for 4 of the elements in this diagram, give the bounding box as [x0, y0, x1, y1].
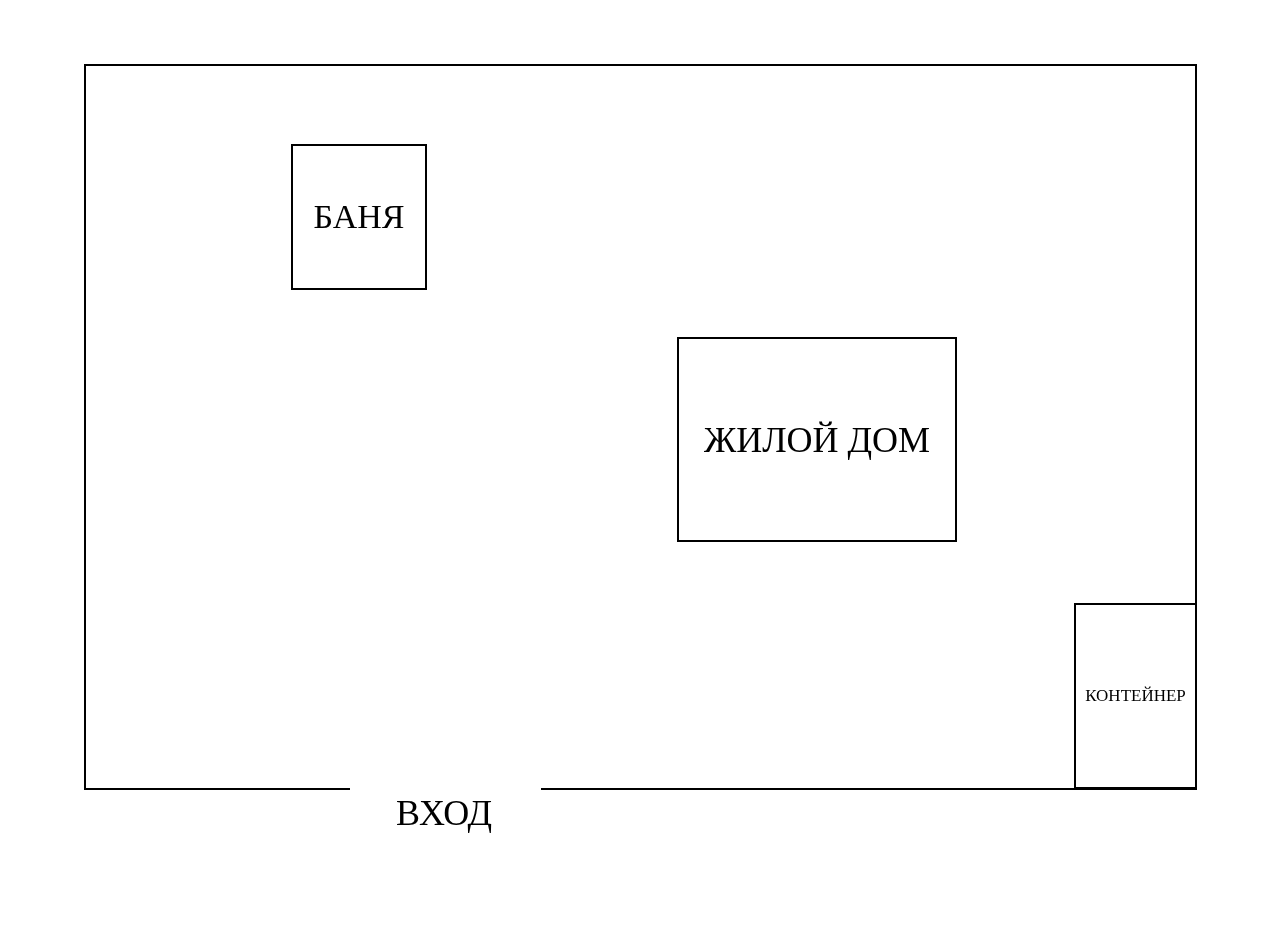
building-label: ЖИЛОЙ ДОМ	[703, 418, 931, 461]
building-label: БАНЯ	[313, 198, 405, 236]
building-label: КОНТЕЙНЕР	[1085, 686, 1186, 706]
entrance-label: ВХОД	[396, 792, 493, 834]
